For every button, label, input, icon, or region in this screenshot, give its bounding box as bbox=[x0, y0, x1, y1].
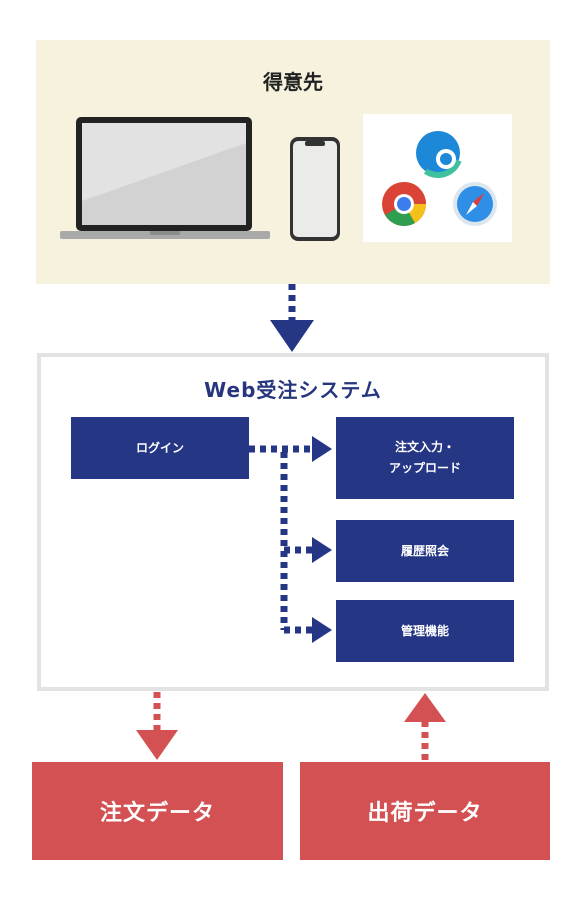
shipment-data-label: 出荷データ bbox=[367, 801, 483, 826]
arrow-to-order-data bbox=[136, 730, 178, 760]
laptop-icon bbox=[60, 117, 270, 239]
connector-lines bbox=[249, 445, 312, 634]
history-label: 履歴照会 bbox=[400, 543, 449, 558]
history-box: 履歴照会 bbox=[336, 520, 514, 582]
order-input-box: 注文入力・ アップロード bbox=[336, 417, 514, 499]
login-box: ログイン bbox=[71, 417, 249, 479]
chrome-icon bbox=[382, 182, 426, 226]
order-data-label: 注文データ bbox=[99, 801, 215, 826]
smartphone-icon bbox=[290, 137, 340, 241]
arrow-to-order-input bbox=[312, 436, 332, 462]
order-input-label-line1: 注文入力・ bbox=[394, 440, 455, 454]
arrow-to-history bbox=[312, 537, 332, 563]
admin-box: 管理機能 bbox=[336, 600, 514, 662]
order-data-box: 注文データ bbox=[32, 762, 283, 860]
order-input-label-line2: アップロード bbox=[388, 461, 461, 475]
safari-icon bbox=[453, 182, 497, 226]
system-title: Web受注システム bbox=[204, 378, 382, 402]
arrow-from-shipment-data bbox=[404, 693, 446, 722]
edge-icon bbox=[413, 128, 463, 178]
admin-label: 管理機能 bbox=[400, 623, 449, 638]
customer-title: 得意先 bbox=[263, 70, 323, 94]
login-label: ログイン bbox=[135, 440, 184, 455]
arrow-to-admin bbox=[312, 617, 332, 643]
shipment-data-box: 出荷データ bbox=[300, 762, 550, 860]
